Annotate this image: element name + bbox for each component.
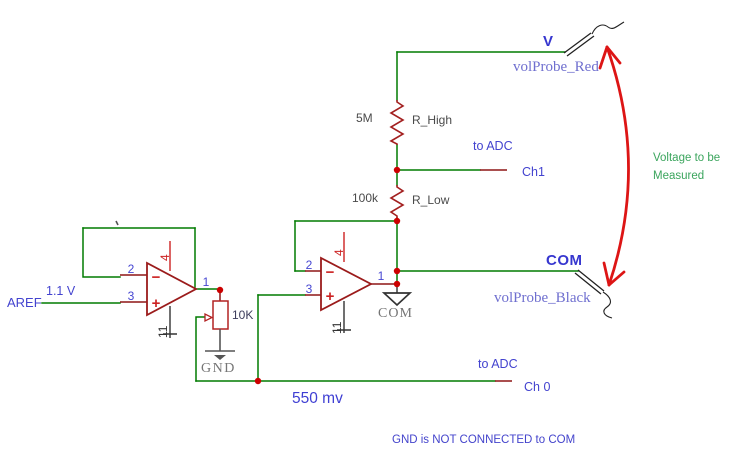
gnd-label: GND [201, 361, 236, 376]
opamp2-pin11-line [337, 301, 351, 333]
junction-rlow-bottom [393, 217, 401, 225]
opamp2-plus-sign: + [326, 288, 335, 305]
resistor-r-high [389, 100, 405, 145]
voltage-measure-arrow [605, 45, 630, 287]
junction-divider-mid [393, 166, 401, 174]
opamp2-pin11-number: 11 [330, 321, 344, 334]
aref-input: AREF 1.1 V [7, 284, 76, 310]
red-probe-name-label: volProbe_Red [513, 59, 599, 75]
r-low-value-label: 100k [352, 191, 379, 205]
potentiometer-gnd: 10K GND 550 mv [201, 290, 343, 407]
black-probe-needle [574, 269, 605, 295]
opamp1-pin11-number: 11 [156, 325, 170, 338]
opamp1-pin3-number: 3 [128, 289, 135, 303]
opamp2-triangle [320, 256, 373, 312]
measurement-annotation: Voltage to be Measured [598, 45, 720, 287]
red-probe-needle [563, 32, 595, 57]
wiper-voltage-label: 550 mv [292, 390, 343, 407]
black-probe-cable [602, 291, 613, 319]
potentiometer-body [212, 300, 229, 330]
opamp2: 2 3 1 − + 4 11 COM [305, 232, 413, 334]
opamp2-pin4-number: 4 [332, 249, 346, 256]
opamp1-pin2-number: 2 [128, 262, 135, 276]
aref-voltage-label: 1.1 V [46, 284, 76, 298]
junction-com-wire [393, 267, 401, 275]
ch0-label: Ch 0 [524, 380, 550, 394]
resistor-r-low [389, 185, 405, 218]
opamp2-minus-sign: − [326, 264, 335, 281]
probe-black: COM volProbe_Black [494, 252, 613, 319]
r-high-name-label: R_High [412, 113, 452, 127]
opamp2-pin3-number: 3 [306, 282, 313, 296]
com-terminal-label: COM [546, 252, 583, 269]
wire-pot-wiper [195, 316, 205, 382]
opamp1-plus-sign: + [152, 295, 161, 312]
r-low-name-label: R_Low [412, 193, 450, 207]
junction-dots [216, 166, 401, 385]
red-probe-cable [591, 21, 625, 35]
junction-opamp2-output [393, 280, 401, 288]
com-symbol-triangle [381, 292, 413, 307]
ch1-label: Ch1 [522, 165, 545, 179]
opamp2-pin2-number: 2 [306, 258, 313, 272]
voltage-measure-arrowhead-top [598, 45, 622, 70]
measured-text-line1: Voltage to be [653, 152, 720, 164]
black-probe-name-label: volProbe_Black [494, 290, 591, 306]
gnd-not-connected-note: GND is NOT CONNECTED to COM [392, 434, 575, 446]
v-terminal-label: V [543, 33, 554, 50]
probe-red: V volProbe_Red [513, 21, 625, 75]
gnd-symbol-wedge [214, 355, 226, 360]
aref-label: AREF [7, 295, 42, 310]
r-high-value-label: 5M [356, 111, 373, 125]
voltage-divider: 5M R_High 100k R_Low [352, 100, 452, 218]
opamp1-pin1-number: 1 [203, 275, 210, 289]
to-adc-ch0-label: to ADC [478, 357, 518, 371]
measured-text-line2: Measured [653, 170, 704, 182]
voltage-measure-arrowhead-bottom [602, 261, 626, 287]
pot-value-label: 10K [232, 308, 253, 322]
opamp1-pin4-number: 4 [158, 254, 172, 261]
to-adc-ch1-label: to ADC [473, 139, 513, 153]
wire-opamp1-feedback-left [82, 227, 121, 278]
com-symbol-label: COM [378, 306, 413, 321]
junction-opamp1-output [216, 286, 224, 294]
wires [41, 51, 579, 382]
opamp1-triangle [146, 261, 198, 317]
opamp1-pin11-line [163, 306, 177, 338]
opamp1-buffer: 2 3 1 − + 4 11 [115, 220, 210, 338]
stray-tick-mark [115, 220, 119, 226]
adc-labels: to ADC Ch1 to ADC Ch 0 [473, 139, 550, 394]
opamp2-pin1-number: 1 [378, 269, 385, 283]
junction-wiper-bottom [254, 377, 262, 385]
pot-wiper-arrow [204, 312, 214, 323]
opamp1-minus-sign: − [152, 269, 161, 286]
